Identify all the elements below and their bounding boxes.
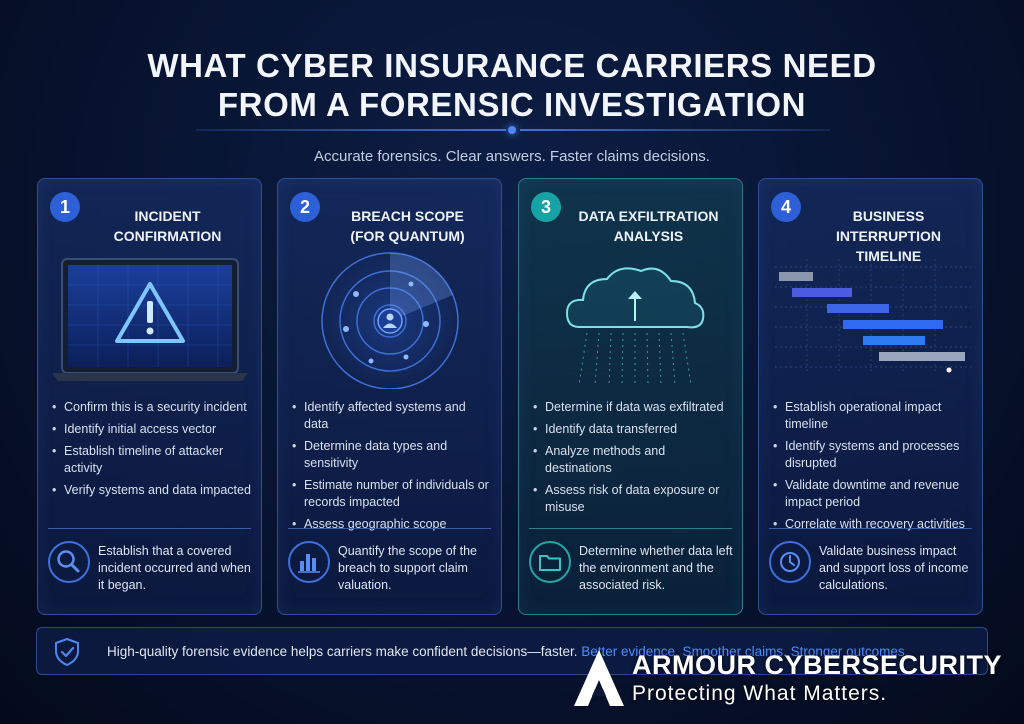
card-divider xyxy=(48,528,251,529)
search-icon xyxy=(48,541,90,583)
folder-icon xyxy=(529,541,571,583)
list-item: Identify affected systems and data xyxy=(290,399,491,433)
card-divider xyxy=(288,528,491,529)
card-divider xyxy=(769,528,972,529)
laptop-warning-illustration xyxy=(46,249,253,389)
armour-logo-icon xyxy=(572,648,626,715)
shield-check-icon xyxy=(51,636,83,673)
list-item: Correlate with recovery activities xyxy=(771,516,972,533)
list-item: Verify systems and data impacted xyxy=(50,482,251,499)
card-summary: Determine whether data left the environm… xyxy=(579,544,733,592)
gantt-illustration xyxy=(767,249,974,389)
card-title: BREACH SCOPE(FOR QUANTUM) xyxy=(350,208,465,244)
clock-icon xyxy=(769,541,811,583)
card-summary: Validate business impact and support los… xyxy=(819,544,969,592)
page-title-line2: FROM A FORENSIC INVESTIGATION xyxy=(217,86,807,123)
banner-text: High-quality forensic evidence helps car… xyxy=(107,644,908,659)
card-summary: Establish that a covered incident occurr… xyxy=(98,544,251,592)
card-number: 2 xyxy=(290,192,320,222)
list-item: Identify data transferred xyxy=(531,421,732,438)
page-subtitle: Accurate forensics. Clear answers. Faste… xyxy=(314,148,710,165)
card-summary: Quantify the scope of the breach to supp… xyxy=(338,544,477,592)
list-item: Analyze methods and destinations xyxy=(531,443,732,477)
bullet-list: Confirm this is a security incident Iden… xyxy=(50,399,251,504)
bullet-list: Determine if data was exfiltrated Identi… xyxy=(531,399,732,521)
warning-triangle-icon xyxy=(115,282,185,343)
list-item: Establish operational impact timeline xyxy=(771,399,972,433)
list-item: Assess geographic scope xyxy=(290,516,491,533)
logo-tagline: Protecting What Matters. xyxy=(632,682,888,705)
radar-user-icon xyxy=(377,308,403,334)
card-divider xyxy=(529,528,732,529)
title-divider-dot xyxy=(508,126,516,134)
company-logo: ARMOUR CYBERSECURITY Protecting What Mat… xyxy=(572,646,1012,712)
bottom-banner: High-quality forensic evidence helps car… xyxy=(36,627,988,675)
title-divider-right xyxy=(520,129,830,131)
logo-name: ARMOUR CYBERSECURITY xyxy=(632,650,1003,680)
banner-highlight: Better evidence. Smoother claims. Strong… xyxy=(581,644,909,659)
list-item: Identify initial access vector xyxy=(50,421,251,438)
card-number: 4 xyxy=(771,192,801,222)
page-title-line1: WHAT CYBER INSURANCE CARRIERS NEED xyxy=(147,47,877,84)
list-item: Confirm this is a security incident xyxy=(50,399,251,416)
list-item: Determine data types and sensitivity xyxy=(290,438,491,472)
card-number: 1 xyxy=(50,192,80,222)
gantt-chart-icon xyxy=(775,259,971,374)
radar-illustration xyxy=(286,249,493,391)
cloud-illustration xyxy=(527,249,734,389)
bar-chart-icon xyxy=(288,541,330,583)
list-item: Establish timeline of attacker activity xyxy=(50,443,251,477)
list-item: Assess risk of data exposure or misuse xyxy=(531,482,732,516)
bullet-list: Identify affected systems and data Deter… xyxy=(290,399,491,538)
bullet-list: Establish operational impact timeline Id… xyxy=(771,399,972,538)
list-item: Validate downtime and revenue impact per… xyxy=(771,477,972,511)
cloud-upload-icon xyxy=(565,267,705,329)
banner-message: High-quality forensic evidence helps car… xyxy=(107,644,578,659)
card-number: 3 xyxy=(531,192,561,222)
list-item: Identify systems and processes disrupted xyxy=(771,438,972,472)
list-item: Determine if data was exfiltrated xyxy=(531,399,732,416)
page-title: WHAT CYBER INSURANCE CARRIERS NEED FROM … xyxy=(0,46,1024,124)
list-item: Estimate number of individuals or record… xyxy=(290,477,491,511)
card-breach-scope: 2 BREACH SCOPE(FOR QUANTUM) xyxy=(277,178,502,615)
title-divider-left xyxy=(196,129,506,131)
